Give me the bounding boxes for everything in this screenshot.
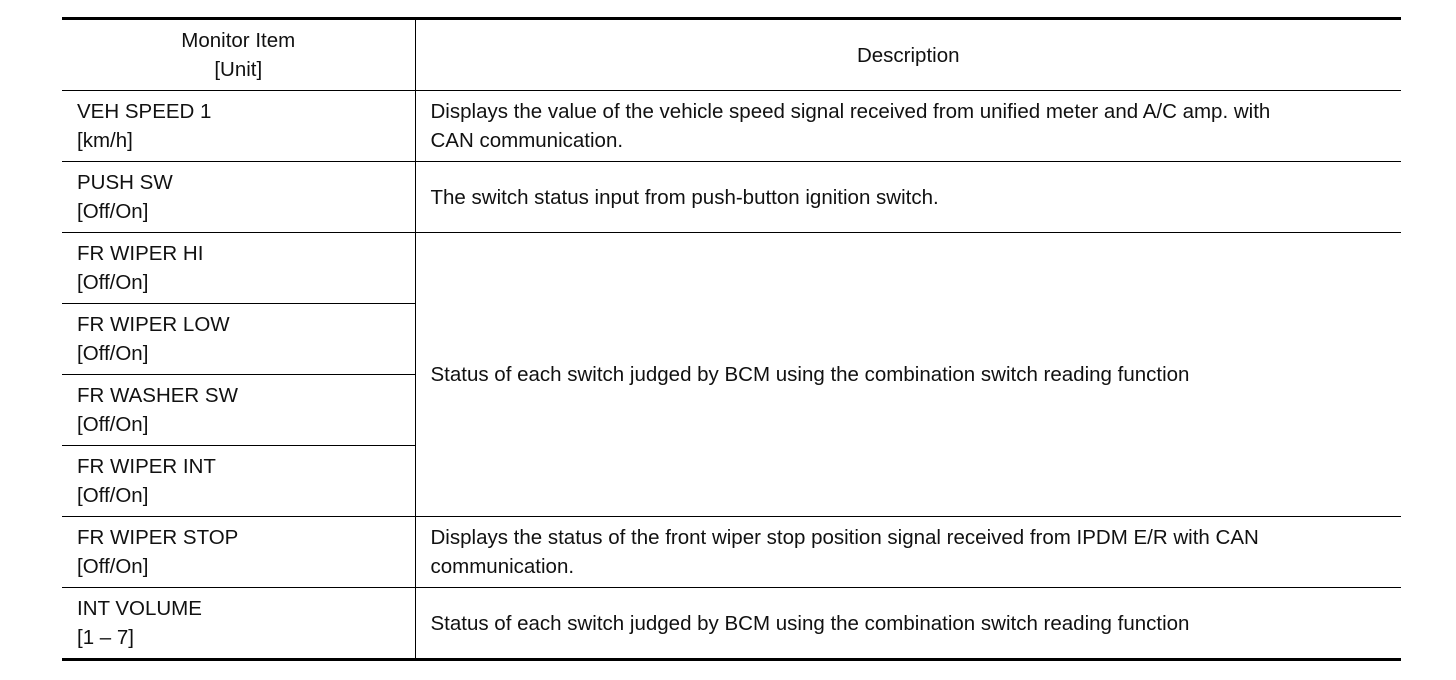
monitor-item-cell: FR WASHER SW [Off/On] [62,374,416,446]
monitor-item-cell: FR WIPER STOP [Off/On] [62,516,416,588]
merged-description-cell: Status of each switch judged by BCM usin… [415,232,1401,517]
monitor-item-unit: [km/h] [77,129,133,152]
header-item-label: Monitor Item [181,29,296,52]
table-row: FR WIPER STOP [Off/On] Displays the stat… [62,516,1401,588]
table-row: FR WIPER INT [Off/On] [62,445,1401,517]
table-header-row: Monitor Item [Unit] Description [62,18,1401,91]
monitor-item-unit: [Off/On] [77,342,149,365]
description-text: Displays the status of the front wiper s… [430,526,1259,549]
description-text: communication. [430,555,575,578]
description-text: Status of each switch judged by BCM usin… [430,363,1190,386]
monitor-item-unit: [Off/On] [77,413,149,436]
monitor-item-table: Monitor Item [Unit] Description VEH SPEE… [62,17,1401,661]
description-text: Status of each switch judged by BCM usin… [430,611,1190,635]
monitor-item-name: INT VOLUME [77,597,202,620]
table-row: FR WASHER SW [Off/On] [62,374,1401,446]
monitor-item-cell: FR WIPER LOW [Off/On] [62,303,416,375]
monitor-item-cell: VEH SPEED 1 [km/h] [62,90,416,162]
monitor-item-name: FR WIPER STOP [77,526,239,549]
description-text: CAN communication. [430,129,624,152]
table-row: INT VOLUME [1 – 7] Status of each switch… [62,587,1401,660]
description-cell: The switch status input from push-button… [415,161,1401,233]
table-row: FR WIPER HI [Off/On] Status of each swit… [62,232,1401,517]
monitor-item-cell: FR WIPER HI [Off/On] [62,232,416,304]
monitor-item-cell: FR WIPER INT [Off/On] [62,445,416,517]
monitor-item-name: FR WIPER INT [77,455,216,478]
header-description: Description [415,18,1401,91]
description-cell: Displays the value of the vehicle speed … [415,90,1401,162]
description-text: Displays the value of the vehicle speed … [430,100,1271,123]
monitor-item-unit: [Off/On] [77,200,149,223]
header-monitor-item: Monitor Item [Unit] [62,18,416,91]
table-row: FR WIPER LOW [Off/On] [62,303,1401,375]
description-text: The switch status input from push-button… [430,185,939,209]
description-cell: Status of each switch judged by BCM usin… [415,587,1401,660]
monitor-item-unit: [Off/On] [77,271,149,294]
monitor-item-name: FR WIPER LOW [77,313,230,336]
monitor-item-cell: INT VOLUME [1 – 7] [62,587,416,660]
header-unit-label: [Unit] [214,58,263,81]
monitor-item-name: VEH SPEED 1 [77,100,212,123]
monitor-item-unit: [Off/On] [77,484,149,507]
description-cell: Displays the status of the front wiper s… [415,516,1401,588]
monitor-item-unit: [1 – 7] [77,626,134,649]
table-row: PUSH SW [Off/On] The switch status input… [62,161,1401,233]
monitor-item-name: FR WIPER HI [77,242,204,265]
table-row: VEH SPEED 1 [km/h] Displays the value of… [62,90,1401,162]
monitor-item-unit: [Off/On] [77,555,149,578]
monitor-item-name: FR WASHER SW [77,384,238,407]
monitor-item-name: PUSH SW [77,171,173,194]
monitor-item-cell: PUSH SW [Off/On] [62,161,416,233]
